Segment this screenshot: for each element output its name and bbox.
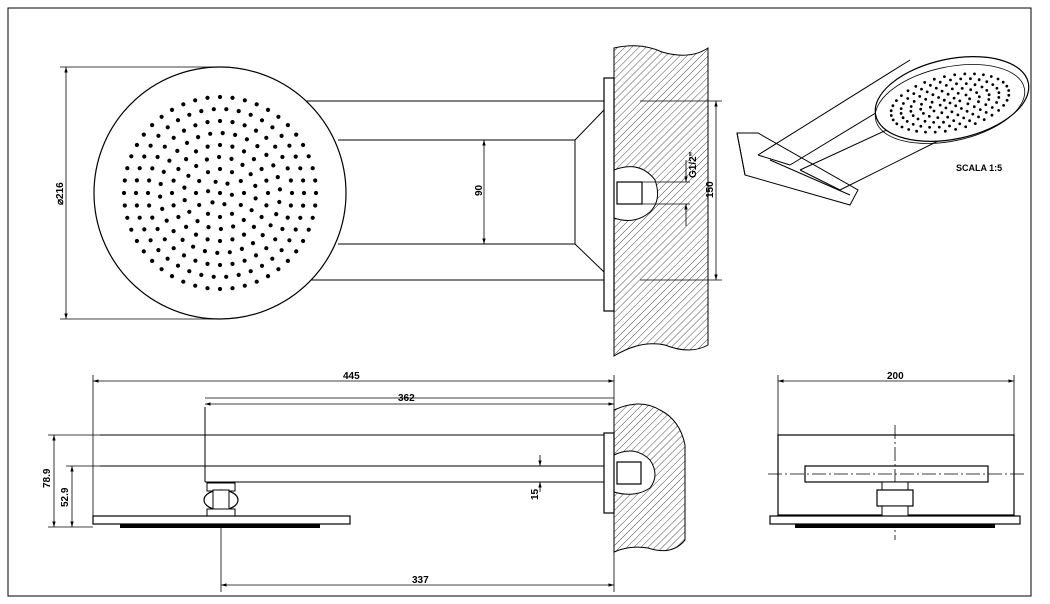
dim-thread: G1/2"	[688, 151, 699, 178]
dim-height-total: 78.9	[42, 468, 53, 488]
side-view: 200	[768, 371, 1026, 540]
dim-total-length: 445	[343, 371, 360, 382]
wall-fitting	[616, 181, 643, 205]
dim-arm-length: 362	[398, 393, 415, 404]
wall-plate	[603, 77, 615, 312]
drawing-frame	[7, 7, 1032, 597]
wall-section-top	[613, 45, 709, 357]
dim-arm-thickness: 15	[530, 488, 541, 500]
dim-diameter-label: ⌀216	[55, 182, 66, 205]
dim-height-arm: 52.9	[60, 487, 71, 507]
dim-arm-width: 90	[474, 184, 485, 196]
top-view: ⌀216 90 150 G1/2"	[55, 45, 722, 357]
dim-head-offset: 337	[412, 575, 429, 586]
front-view: 445 362 78.9 52.9 15 337	[42, 371, 686, 592]
isometric-view: SCALA 1:5	[736, 56, 1030, 206]
nozzle-pattern	[121, 94, 319, 292]
scale-label: SCALA 1:5	[956, 163, 1002, 173]
dim-plate-height: 150	[705, 181, 716, 198]
dim-side-width: 200	[887, 371, 904, 382]
iso-shower-head	[874, 56, 1030, 142]
